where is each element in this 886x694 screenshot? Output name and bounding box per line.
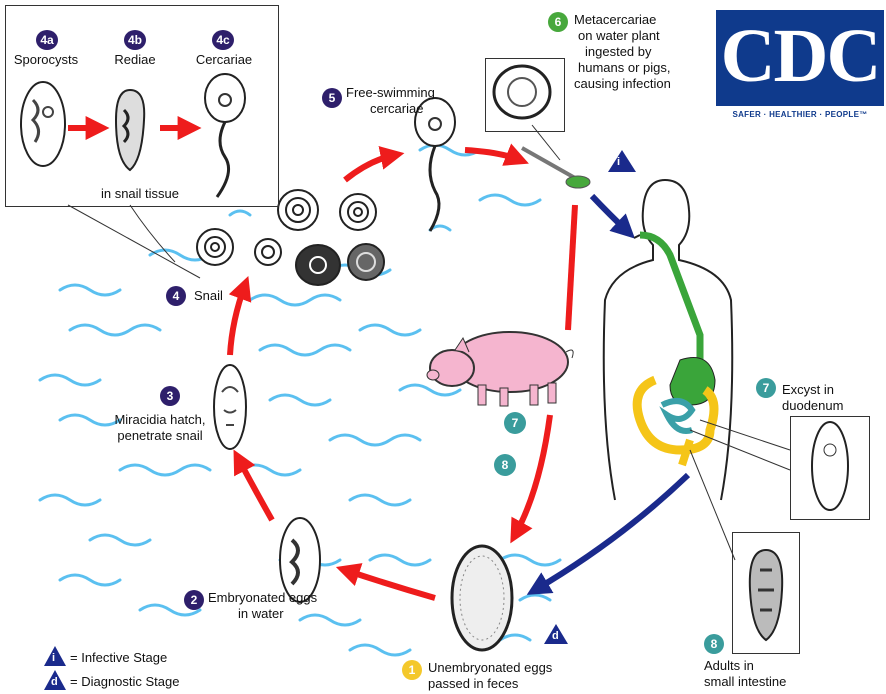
stage-8-line2: small intestine (704, 674, 786, 689)
stage-4c-label: Cercariae (186, 52, 262, 67)
stage-5-badge: 5 (322, 88, 342, 108)
stage-4a-label: Sporocysts (6, 52, 86, 67)
stage-3-line2: penetrate snail (100, 428, 220, 443)
stage-5-line1: Free-swimming (346, 85, 435, 100)
stage-8-line1: Adults in (704, 658, 754, 673)
stage-2-badge: 2 (184, 590, 204, 610)
pig-stage-7-badge: 7 (504, 412, 526, 434)
inset-caption: in snail tissue (60, 186, 220, 201)
stage-1-badge: 1 (402, 660, 422, 680)
stage-7-badge: 7 (756, 378, 776, 398)
water-plant-illustration (522, 148, 590, 188)
metacercaria-inset (485, 58, 565, 132)
stage-3-badge: 3 (160, 386, 180, 406)
cdc-logo-letters: CDC (716, 12, 884, 100)
legend-infective-label: = Infective Stage (70, 650, 167, 665)
cdc-logo: CDC SAFER · HEALTHIER · PEOPLE™ (716, 10, 884, 124)
stage-6-line1: Metacercariae (574, 12, 656, 27)
legend-infective-letter: i (52, 651, 55, 666)
stage-6-line3: ingested by (585, 44, 652, 59)
stage-1-line2: passed in feces (428, 676, 518, 691)
pig-stage-8-badge: 8 (494, 454, 516, 476)
stage-4-label: Snail (194, 288, 223, 303)
legend-diagnostic-label: = Diagnostic Stage (70, 674, 179, 689)
diagnostic-marker-letter: d (552, 629, 559, 644)
stage-7-line2: duodenum (782, 398, 843, 413)
stage-4-badge: 4 (166, 286, 186, 306)
stage-4a-badge: 4a (36, 30, 58, 50)
infective-marker-letter: i (617, 155, 620, 170)
human-arrows (535, 196, 688, 590)
stage-6-badge: 6 (548, 12, 568, 32)
adult-inset (732, 532, 800, 654)
free-cercaria-illustration (415, 98, 455, 231)
stage-6-line2: on water plant (578, 28, 660, 43)
stage-4c-badge: 4c (212, 30, 234, 50)
unembryonated-egg-illustration (452, 546, 512, 650)
legend-diagnostic-letter: d (51, 675, 58, 690)
stage-2-line2: in water (238, 606, 284, 621)
stage-3-line1: Miracidia hatch, (100, 412, 220, 427)
cdc-logo-tagline: SAFER · HEALTHIER · PEOPLE™ (716, 106, 884, 124)
stage-1-line1: Unembryonated eggs (428, 660, 552, 675)
stage-5-line2: cercariae (370, 101, 423, 116)
stage-4b-badge: 4b (124, 30, 146, 50)
human-gut (637, 235, 715, 465)
stage-2-line1: Embryonated eggs (208, 590, 317, 605)
stage-6-line5: causing infection (574, 76, 671, 91)
stage-4b-label: Rediae (100, 52, 170, 67)
excyst-inset (790, 416, 870, 520)
infective-marker (608, 150, 636, 172)
stage-6-line4: humans or pigs, (578, 60, 671, 75)
stage-7-line1: Excyst in (782, 382, 834, 397)
stage-8-badge: 8 (704, 634, 724, 654)
